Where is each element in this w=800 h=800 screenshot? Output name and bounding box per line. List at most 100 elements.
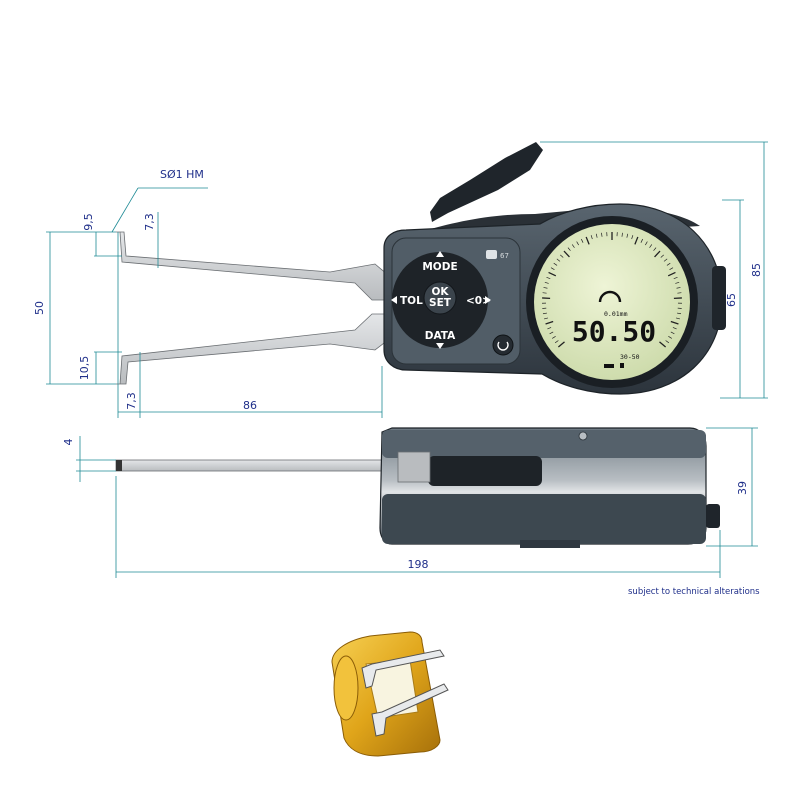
dial-tick <box>553 262 558 266</box>
zero-key[interactable]: <0> <box>466 295 491 307</box>
arrow-right-icon <box>485 296 491 304</box>
dial-ticks <box>542 232 682 348</box>
tol-key[interactable]: TOL <box>400 295 423 307</box>
dial-tick <box>552 336 556 339</box>
dial-tick <box>585 236 590 245</box>
dial-tick <box>571 244 575 248</box>
front-dimensions <box>46 141 768 418</box>
front-view: MODE DATA TOL <0> OK SET 67 50.50 0.01mm… <box>116 142 726 395</box>
dial-tick <box>563 250 570 258</box>
resolution-label: 0.01mm <box>604 310 628 318</box>
arrow-up-icon <box>436 251 444 257</box>
dim-7-3-top: 7,3 <box>143 213 156 231</box>
gold-tip-face <box>333 655 359 721</box>
dim-7-3-bottom: 7,3 <box>125 392 138 410</box>
dim-39: 39 <box>736 481 749 495</box>
ok-set-button[interactable] <box>423 281 457 315</box>
dial-tick <box>667 271 676 277</box>
side-dimensions <box>76 427 758 578</box>
dial-tick <box>595 233 598 238</box>
side-lever <box>428 456 542 486</box>
dial-tick <box>675 317 681 320</box>
dim-50: 50 <box>33 301 46 315</box>
dial-tick <box>557 341 565 348</box>
side-body-bottom <box>382 494 706 544</box>
upper-lever <box>430 142 543 222</box>
dial-tick <box>548 271 557 277</box>
dial-tick <box>659 341 667 348</box>
dim-10-5: 10,5 <box>78 356 91 381</box>
side-jaw-tip <box>116 460 122 471</box>
dim-9-5: 9,5 <box>82 213 95 231</box>
dial-tick <box>631 235 634 240</box>
lock-icon <box>620 363 624 368</box>
dial-tick <box>546 276 551 280</box>
dial-tick <box>677 312 682 315</box>
dial-tick <box>549 331 554 335</box>
dial-tick <box>542 312 547 315</box>
side-knob <box>712 266 726 330</box>
lower-jaw <box>116 313 389 385</box>
tip-spec-label: SØ1 HM <box>160 168 204 181</box>
side-screw <box>578 431 588 441</box>
dial-tick <box>649 244 653 248</box>
dim-85: 85 <box>750 263 763 277</box>
dial-tick <box>665 340 670 344</box>
side-knob-small <box>706 504 720 528</box>
dial-tick <box>560 254 564 258</box>
ok-label: OK <box>431 286 449 298</box>
dim-86: 86 <box>243 399 257 412</box>
power-icon <box>497 341 509 351</box>
reading-value: 50.50 <box>572 315 656 348</box>
dial-tick <box>645 241 648 246</box>
dial-tick <box>621 232 623 237</box>
dial-tick <box>550 267 555 270</box>
tip-detail <box>331 631 449 757</box>
arrow-left-icon <box>391 296 397 304</box>
dim-198: 198 <box>408 558 429 571</box>
dial-tick <box>601 232 603 237</box>
dial-tick <box>626 233 629 238</box>
power-button[interactable] <box>492 334 514 356</box>
ip-badge <box>486 250 497 259</box>
dial-tick <box>576 241 579 246</box>
dial-tick <box>653 247 657 251</box>
dial-tick <box>677 292 682 294</box>
dial-tick <box>543 287 548 289</box>
dial-tick <box>634 236 639 245</box>
dial-tick <box>590 235 593 240</box>
side-jaw <box>115 459 401 472</box>
side-body-top <box>382 430 706 458</box>
side-foot <box>520 540 580 548</box>
dial-tick <box>545 320 554 325</box>
dial-tick <box>547 327 552 330</box>
dial-tick <box>666 262 671 266</box>
dim-65: 65 <box>725 293 738 307</box>
dial-tick <box>672 327 677 330</box>
dial-tick <box>640 238 644 243</box>
mode-key[interactable]: MODE <box>422 261 457 273</box>
wire-upper <box>361 649 445 689</box>
lcd-display <box>534 224 690 380</box>
dial-tick <box>669 267 674 270</box>
dim-4: 4 <box>62 439 75 446</box>
dial-tick <box>660 254 664 258</box>
gauge-arc-icon <box>598 290 622 303</box>
dial-tick <box>556 258 561 262</box>
dial-tick <box>676 287 681 289</box>
ip-rating: 67 <box>500 252 509 260</box>
set-label: SET <box>429 297 452 309</box>
dial-tick <box>670 320 679 325</box>
dial-tick <box>544 281 549 284</box>
dial-tick <box>567 247 571 251</box>
data-key[interactable]: DATA <box>425 330 456 342</box>
dial-tick <box>654 250 661 258</box>
disclaimer-note: subject to technical alterations <box>628 587 760 597</box>
dial-tick <box>673 276 678 280</box>
arrow-down-icon <box>436 343 444 349</box>
dial-tick <box>668 336 672 339</box>
dial-tick <box>580 238 584 243</box>
dial-tick <box>663 258 668 262</box>
side-view <box>115 427 720 548</box>
dial-tick <box>675 281 680 284</box>
